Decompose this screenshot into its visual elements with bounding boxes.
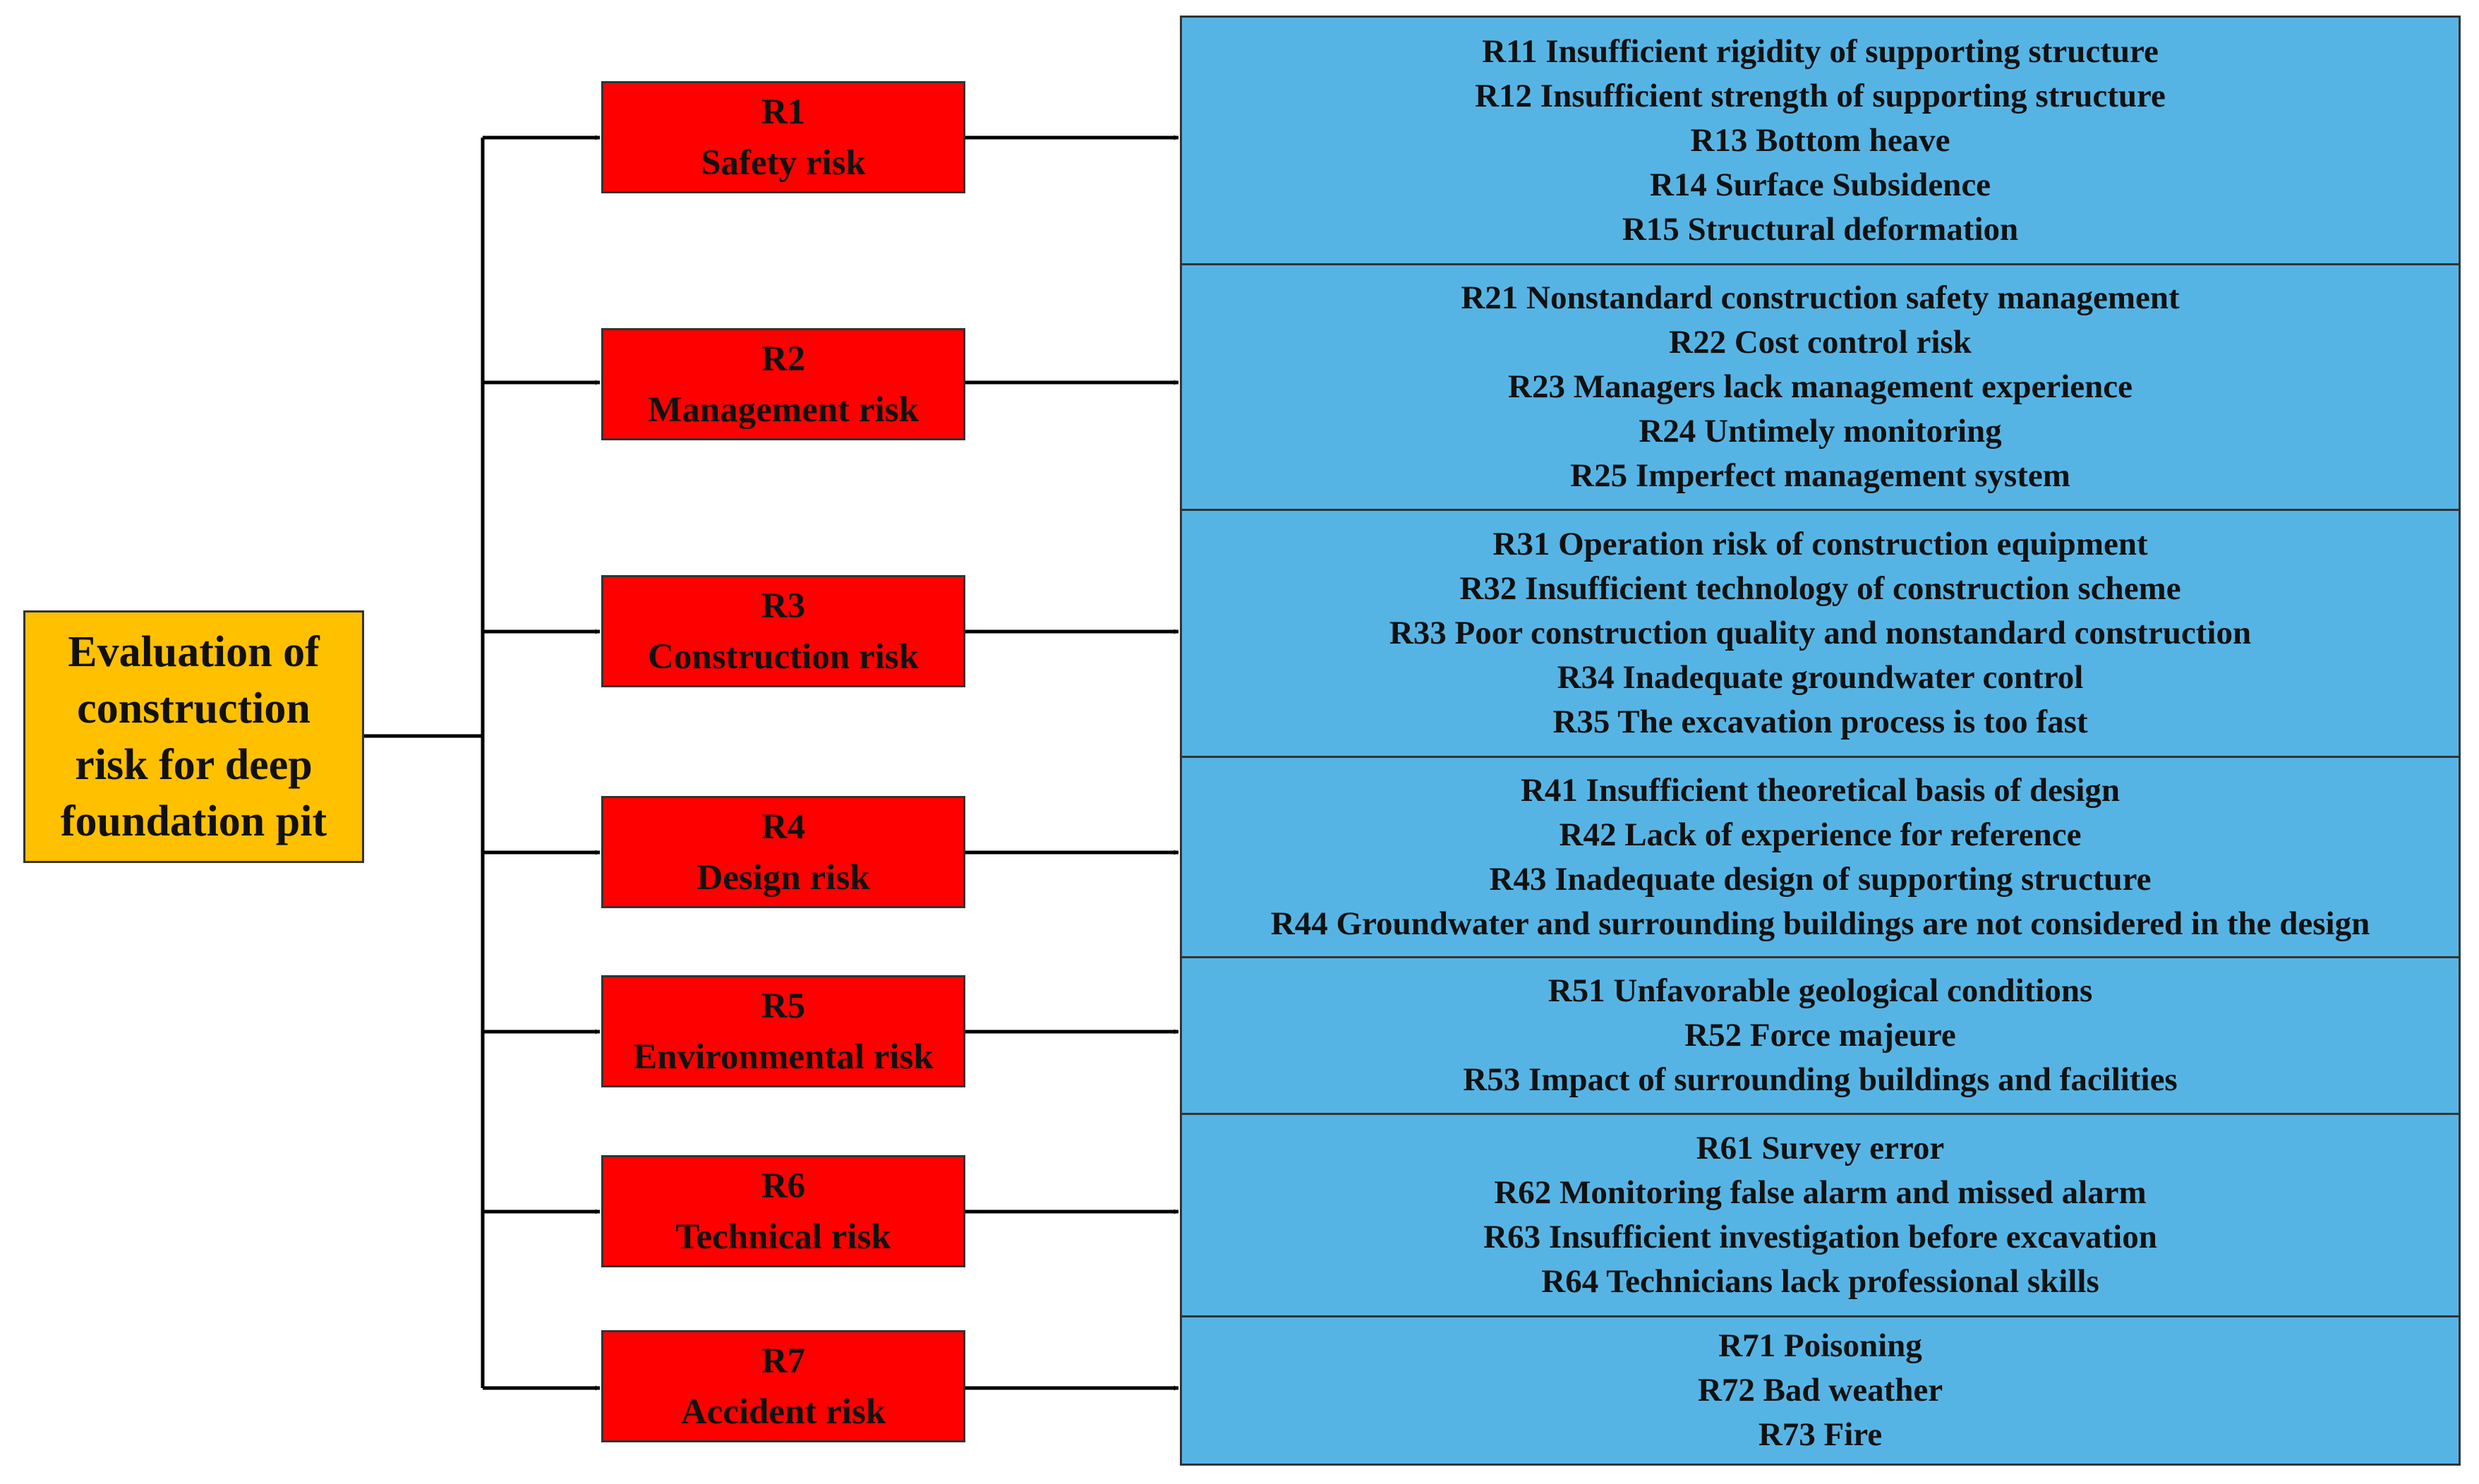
risk-factor-item: R12 Insufficient strength of supporting …	[1475, 77, 2166, 114]
category-node-r5: R5 Environmental risk	[601, 975, 965, 1087]
category-code: R3	[761, 586, 806, 626]
risk-factor-item: R64 Technicians lack professional skills	[1541, 1263, 2099, 1300]
category-name: Construction risk	[648, 637, 919, 677]
category-name: Environmental risk	[633, 1037, 934, 1077]
risk-factor-item: R62 Monitoring false alarm and missed al…	[1494, 1174, 2147, 1211]
risk-factor-item: R13 Bottom heave	[1690, 121, 1950, 159]
risk-factor-item: R72 Bad weather	[1697, 1372, 1943, 1408]
category-code: R1	[761, 92, 806, 132]
risk-factor-section-r1: R11 Insufficient rigidity of supporting …	[1182, 18, 2459, 263]
root-node: Evaluation of construction risk for deep…	[23, 610, 364, 863]
category-node-r7: R7 Accident risk	[601, 1330, 965, 1442]
risk-factor-item: R44 Groundwater and surrounding building…	[1270, 905, 2370, 942]
risk-factor-item: R24 Untimely monitoring	[1639, 413, 2002, 450]
risk-factor-item: R51 Unfavorable geological conditions	[1548, 972, 2093, 1009]
category-name: Safety risk	[701, 143, 866, 183]
risk-factor-item: R25 Imperfect management system	[1570, 457, 2070, 494]
risk-factor-section-r5: R51 Unfavorable geological conditions R5…	[1182, 956, 2459, 1113]
risk-factor-section-r7: R71 Poisoning R72 Bad weather R73 Fire	[1182, 1315, 2459, 1464]
category-node-r3: R3 Construction risk	[601, 575, 965, 687]
category-node-r4: R4 Design risk	[601, 796, 965, 908]
category-node-r6: R6 Technical risk	[601, 1155, 965, 1267]
category-name: Accident risk	[680, 1392, 886, 1432]
risk-factor-section-r3: R31 Operation risk of construction equip…	[1182, 509, 2459, 756]
risk-factor-item: R42 Lack of experience for reference	[1559, 816, 2082, 853]
risk-factor-item: R52 Force majeure	[1684, 1017, 1956, 1054]
category-code: R2	[761, 339, 806, 379]
risk-factor-item: R71 Poisoning	[1718, 1327, 1922, 1364]
root-line-3: risk for deep	[75, 741, 313, 789]
risk-factor-item: R14 Surface Subsidence	[1649, 166, 1991, 203]
category-code: R4	[761, 807, 806, 847]
root-line-1: Evaluation of	[68, 628, 320, 676]
risk-factor-item: R35 The excavation process is too fast	[1552, 704, 2088, 740]
risk-factor-item: R23 Managers lack management experience	[1508, 368, 2133, 405]
risk-factor-item: R31 Operation risk of construction equip…	[1492, 526, 2148, 562]
category-name: Management risk	[648, 390, 919, 430]
risk-factor-item: R32 Insufficient technology of construct…	[1459, 570, 2181, 607]
risk-factor-panel: R11 Insufficient rigidity of supporting …	[1180, 16, 2461, 1466]
risk-factor-item: R33 Poor construction quality and nonsta…	[1389, 615, 2252, 651]
risk-factor-item: R34 Inadequate groundwater control	[1557, 659, 2084, 696]
risk-factor-item: R41 Insufficient theoretical basis of de…	[1520, 771, 2121, 809]
risk-factor-item: R15 Structural deformation	[1622, 210, 2019, 248]
category-name: Technical risk	[675, 1217, 891, 1257]
risk-factor-item: R43 Inadequate design of supporting stru…	[1489, 860, 2152, 898]
risk-factor-item: R53 Impact of surrounding buildings and …	[1463, 1061, 2178, 1098]
category-code: R6	[761, 1166, 806, 1206]
risk-factor-section-r4: R41 Insufficient theoretical basis of de…	[1182, 756, 2459, 956]
risk-factor-item: R61 Survey error	[1696, 1130, 1945, 1166]
root-line-2: construction	[77, 684, 310, 732]
category-code: R7	[761, 1341, 806, 1381]
category-node-r1: R1 Safety risk	[601, 81, 965, 193]
root-line-4: foundation pit	[60, 797, 327, 845]
risk-factor-item: R21 Nonstandard construction safety mana…	[1461, 279, 2180, 316]
risk-factor-section-r2: R21 Nonstandard construction safety mana…	[1182, 263, 2459, 509]
category-name: Design risk	[696, 857, 870, 898]
category-node-r2: R2 Management risk	[601, 328, 965, 440]
risk-factor-item: R63 Insufficient investigation before ex…	[1483, 1219, 2157, 1255]
risk-factor-item: R73 Fire	[1758, 1416, 1883, 1453]
risk-factor-item: R22 Cost control risk	[1669, 324, 1972, 361]
risk-factor-section-r6: R61 Survey error R62 Monitoring false al…	[1182, 1113, 2459, 1315]
risk-factor-item: R11 Insufficient rigidity of supporting …	[1482, 32, 2159, 70]
category-code: R5	[761, 986, 806, 1026]
